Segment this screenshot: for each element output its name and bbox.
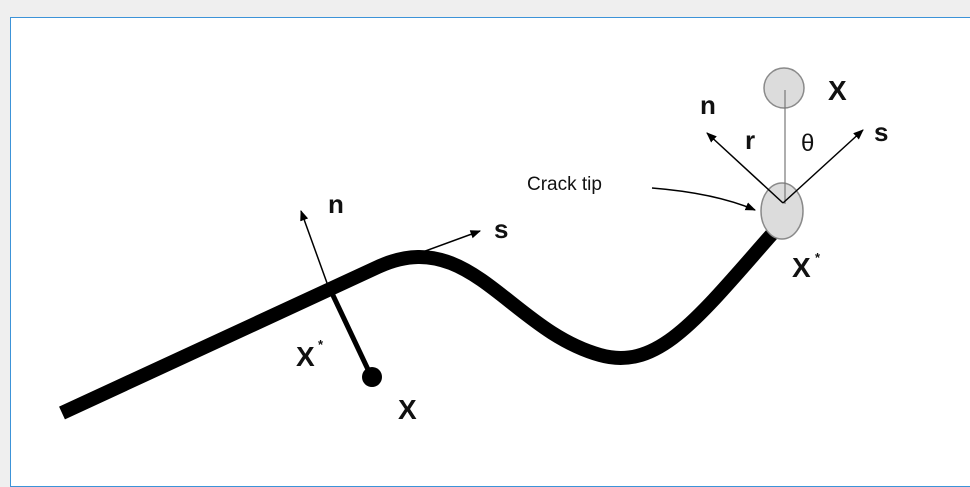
label-x-star-left: X — [296, 341, 315, 372]
label-s-right: s — [874, 117, 888, 147]
label-x-left: X — [398, 394, 417, 425]
crack-path — [59, 220, 786, 420]
label-x-right: X — [828, 75, 847, 106]
label-star-left: * — [318, 337, 324, 352]
normal-segment-left — [327, 287, 375, 380]
label-star-right: * — [815, 250, 821, 265]
n-arrow-left — [300, 210, 328, 284]
point-x-left — [362, 367, 382, 387]
label-x-star-right: X — [792, 252, 811, 283]
s-arrow-right — [782, 129, 864, 204]
label-n-left: n — [328, 189, 344, 219]
n-arrow-right — [706, 132, 784, 204]
label-s-left: s — [494, 214, 508, 244]
label-crack-tip: Crack tip — [527, 174, 602, 195]
crack-tip-pointer — [651, 187, 756, 211]
label-n-right: n — [700, 90, 716, 120]
label-r: r — [745, 125, 755, 155]
crack-diagram: n s X * X X n r θ s Crack tip X * — [59, 67, 888, 425]
diagram-frame — [10, 17, 970, 487]
crack-tip-marker — [760, 182, 804, 240]
s-arrow-left — [397, 230, 481, 262]
label-theta: θ — [801, 130, 814, 157]
point-x-right — [763, 67, 805, 109]
